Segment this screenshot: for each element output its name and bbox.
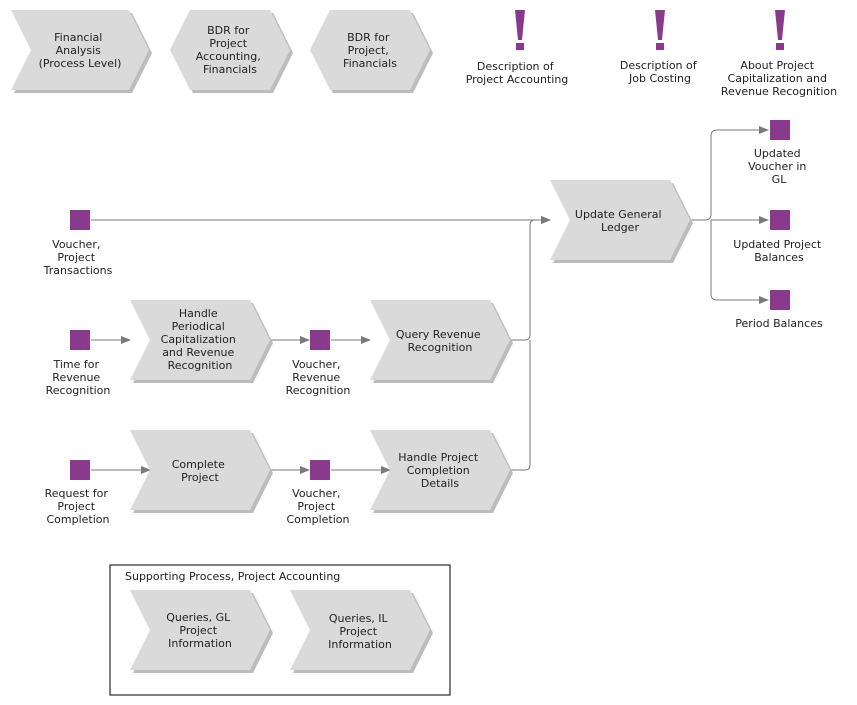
connector-gl-to-period-balances bbox=[710, 220, 769, 304]
process-queries-il[interactable]: Queries, IL Project Information bbox=[290, 590, 433, 673]
bdr-project-label: BDR for Project, Financials bbox=[343, 31, 397, 70]
connector-gl-to-updated-voucher bbox=[690, 126, 769, 221]
about-capitalization-link[interactable]: About Project Capitalization and Revenue… bbox=[721, 10, 837, 98]
process-queries-gl[interactable]: Queries, GL Project Information bbox=[130, 590, 273, 673]
event-updated-voucher-gl-label: Updated Voucher in GL bbox=[748, 147, 810, 186]
bdr-project-accounting-label: BDR for Project Accounting, Financials bbox=[196, 24, 264, 76]
event-square bbox=[310, 330, 330, 350]
event-voucher-project-completion-label: Voucher, Project Completion bbox=[286, 487, 349, 526]
process-update-general-ledger-label: Update General Ledger bbox=[575, 208, 665, 234]
exclamation-icon bbox=[775, 10, 785, 50]
supporting-process-title: Supporting Process, Project Accounting bbox=[125, 570, 340, 583]
process-handle-project-completion-label: Handle Project Completion Details bbox=[398, 451, 481, 490]
event-voucher-project-completion[interactable]: Voucher, Project Completion bbox=[286, 460, 350, 526]
bdr-project-accounting-link[interactable]: BDR for Project Accounting, Financials bbox=[170, 10, 293, 93]
event-square bbox=[70, 460, 90, 480]
bdr-project-link[interactable]: BDR for Project, Financials bbox=[310, 10, 433, 93]
event-request-project-completion[interactable]: Request for Project Completion bbox=[45, 460, 112, 526]
event-square bbox=[770, 210, 790, 230]
description-project-accounting-link[interactable]: Description of Project Accounting bbox=[466, 10, 569, 86]
event-square bbox=[770, 290, 790, 310]
financial-analysis-label: Financial Analysis (Process Level) bbox=[39, 31, 122, 70]
event-square bbox=[70, 330, 90, 350]
exclamation-icon bbox=[655, 10, 665, 50]
event-square bbox=[770, 120, 790, 140]
event-voucher-project-transactions-label: Voucher, Project Transactions bbox=[43, 238, 113, 277]
financial-analysis-process-link[interactable]: Financial Analysis (Process Level) bbox=[11, 10, 152, 93]
event-updated-voucher-gl[interactable]: Updated Voucher in GL bbox=[748, 120, 810, 186]
process-complete-project-label: Complete Project bbox=[172, 458, 229, 484]
event-square bbox=[70, 210, 90, 230]
process-queries-il-label: Queries, IL Project Information bbox=[328, 612, 392, 651]
event-square bbox=[310, 460, 330, 480]
connectors bbox=[91, 126, 769, 474]
event-period-balances-label: Period Balances bbox=[735, 317, 823, 330]
process-complete-project[interactable]: Complete Project bbox=[130, 430, 273, 513]
connector-query-to-update-gl bbox=[510, 216, 551, 341]
event-time-for-revenue-recognition-label: Time for Revenue Recognition bbox=[46, 358, 111, 397]
process-handle-project-completion[interactable]: Handle Project Completion Details bbox=[370, 430, 513, 513]
event-voucher-revenue-recognition-label: Voucher, Revenue Recognition bbox=[286, 358, 351, 397]
event-voucher-project-transactions[interactable]: Voucher, Project Transactions bbox=[43, 210, 113, 277]
process-query-revenue-recognition-label: Query Revenue Recognition bbox=[396, 328, 484, 354]
event-voucher-revenue-recognition[interactable]: Voucher, Revenue Recognition bbox=[286, 330, 351, 397]
description-job-costing-link[interactable]: Description of Job Costing bbox=[620, 10, 700, 85]
process-update-general-ledger[interactable]: Update General Ledger bbox=[550, 180, 693, 263]
event-updated-project-balances-label: Updated Project Balances bbox=[733, 238, 824, 264]
event-time-for-revenue-recognition[interactable]: Time for Revenue Recognition bbox=[46, 330, 111, 397]
process-handle-periodical-capitalization[interactable]: Handle Periodical Capitalization and Rev… bbox=[130, 300, 273, 383]
event-request-project-completion-label: Request for Project Completion bbox=[45, 487, 112, 526]
description-job-costing-label: Description of Job Costing bbox=[620, 59, 700, 85]
exclamation-icon bbox=[515, 10, 525, 50]
process-query-revenue-recognition[interactable]: Query Revenue Recognition bbox=[370, 300, 513, 383]
about-capitalization-label: About Project Capitalization and Revenue… bbox=[721, 59, 837, 98]
process-handle-periodical-capitalization-label: Handle Periodical Capitalization and Rev… bbox=[161, 307, 240, 372]
description-project-accounting-label: Description of Project Accounting bbox=[466, 60, 569, 86]
supporting-process-box: Supporting Process, Project Accounting Q… bbox=[109, 564, 451, 696]
process-queries-gl-label: Queries, GL Project Information bbox=[166, 611, 234, 650]
event-period-balances[interactable]: Period Balances bbox=[735, 290, 823, 330]
event-updated-project-balances[interactable]: Updated Project Balances bbox=[733, 210, 824, 264]
connector-completion-to-update-gl bbox=[510, 340, 531, 471]
